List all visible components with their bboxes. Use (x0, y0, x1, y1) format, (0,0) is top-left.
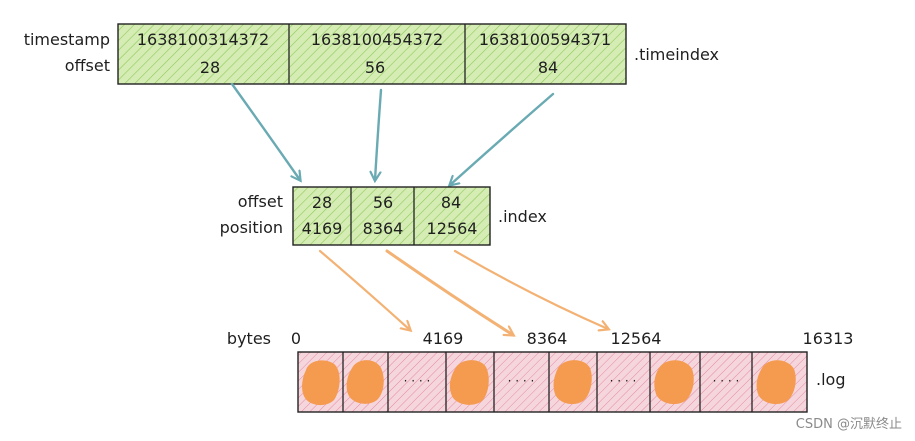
timeindex-cell-offset: 28 (200, 58, 220, 77)
byte-marker: 8364 (527, 329, 568, 348)
byte-marker: 4169 (423, 329, 464, 348)
timeindex-cell-offset: 56 (365, 58, 385, 77)
index-table: offset position 28 4169 56 8364 84 12564… (220, 186, 547, 246)
message-blob (756, 360, 796, 405)
timeindex-timestamp-row-label: timestamp (24, 30, 110, 49)
message-blob (302, 360, 340, 406)
byte-marker: 16313 (803, 329, 854, 348)
timeindex-file-label: .timeindex (634, 45, 719, 64)
timeindex-cell-timestamp: 1638100314372 (137, 30, 269, 49)
index-cell-position: 12564 (427, 219, 478, 238)
ellipsis: · · · · (713, 374, 740, 388)
timeindex-cell-timestamp: 1638100594371 (479, 30, 611, 49)
timeindex-cell-timestamp: 1638100454372 (311, 30, 443, 49)
orange-arrow (385, 249, 513, 335)
message-blob (654, 360, 694, 405)
teal-arrow (375, 88, 383, 180)
orange-arrow (318, 249, 410, 330)
byte-marker: 12564 (611, 329, 662, 348)
message-blob (346, 360, 384, 404)
index-to-log-arrows (318, 249, 608, 335)
byte-marker: 0 (291, 329, 301, 348)
watermark: CSDN @沉默终止 (796, 416, 902, 432)
timeindex-offset-row-label: offset (65, 56, 110, 75)
ellipsis: · · · · (610, 374, 637, 388)
ellipsis: · · · · (404, 374, 431, 388)
index-cell-position: 8364 (363, 219, 404, 238)
message-blob (553, 360, 592, 405)
index-cell-position: 4169 (302, 219, 343, 238)
teal-arrow (450, 92, 555, 185)
index-box (292, 186, 491, 246)
timeindex-cell-offset: 84 (538, 58, 558, 77)
teal-arrow (230, 82, 300, 180)
message-blob (449, 360, 489, 405)
timeindex-box (117, 23, 627, 85)
orange-arrow (453, 249, 608, 329)
index-cell-offset: 56 (373, 193, 393, 212)
timeindex-table: timestamp offset 1638100314372 28 163810… (24, 23, 719, 85)
log-segment: bytes 0 4169 8364 12564 16313 · · · · · … (227, 329, 854, 413)
log-bytes-row-label: bytes (227, 329, 271, 348)
index-file-label: .index (498, 207, 547, 226)
ellipsis: · · · · (508, 374, 535, 388)
timeindex-to-index-arrows (230, 82, 555, 185)
index-cell-offset: 84 (441, 193, 461, 212)
index-offset-row-label: offset (238, 192, 283, 211)
index-cell-offset: 28 (312, 193, 332, 212)
log-file-label: .log (816, 370, 845, 389)
index-position-row-label: position (220, 218, 283, 237)
